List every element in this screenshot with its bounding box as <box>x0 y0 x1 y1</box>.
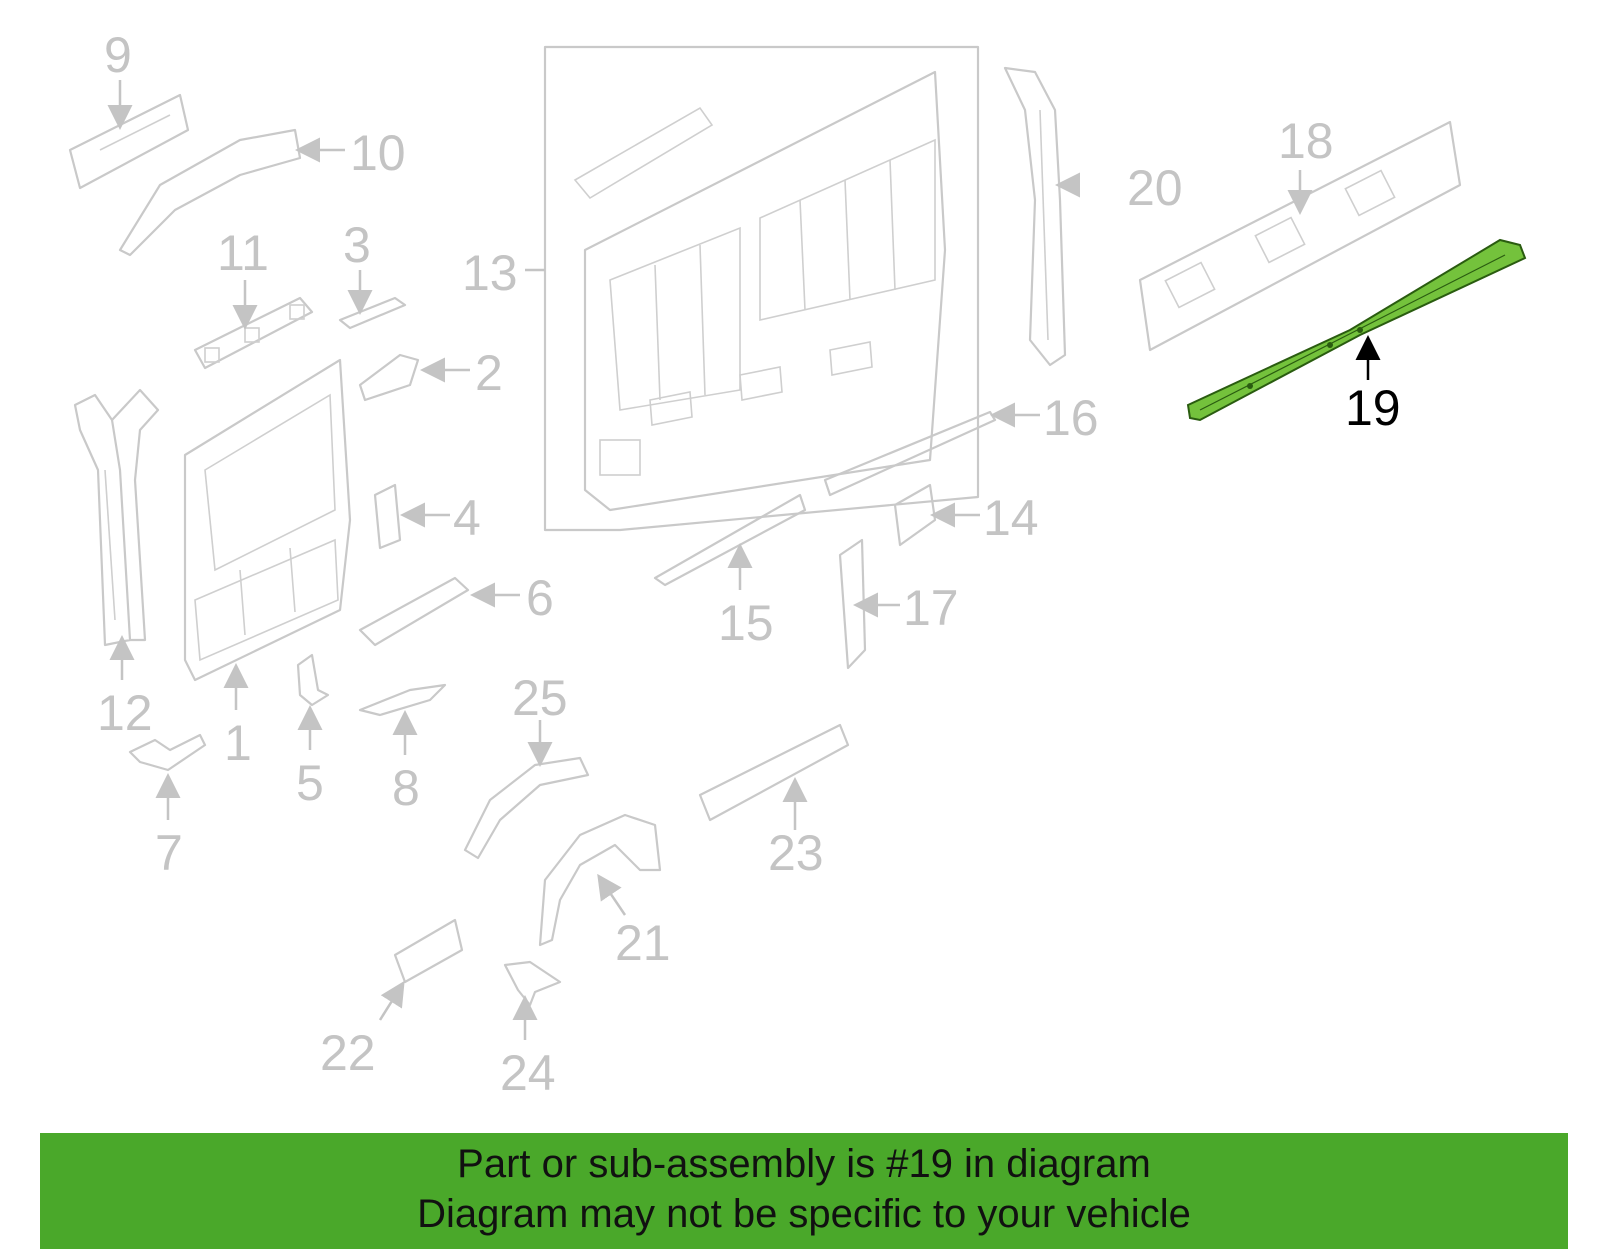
part-5 <box>296 653 330 707</box>
callout-21: 21 <box>615 915 671 971</box>
callout-19: 19 <box>1345 380 1401 436</box>
callout-18: 18 <box>1278 113 1334 169</box>
part-23 <box>698 723 850 822</box>
callout-23: 23 <box>768 825 824 881</box>
part-16 <box>823 410 997 497</box>
part-17 <box>838 538 867 670</box>
callout-8: 8 <box>392 760 420 816</box>
callout-6: 6 <box>526 570 554 626</box>
part-18-panel <box>1138 120 1462 352</box>
info-banner: Part or sub-assembly is #19 in diagram D… <box>40 1133 1568 1249</box>
part-22 <box>393 918 464 984</box>
callout-2: 2 <box>475 345 503 401</box>
part-14 <box>893 483 937 547</box>
part-2 <box>358 353 420 402</box>
callout-24: 24 <box>500 1045 556 1101</box>
part-19-sill <box>1186 238 1527 422</box>
callout-7: 7 <box>155 825 183 881</box>
callout-15: 15 <box>718 595 774 651</box>
callout-25: 25 <box>512 670 568 726</box>
callout-12: 12 <box>97 685 153 741</box>
part-3 <box>338 296 407 330</box>
part-25 <box>463 756 590 860</box>
part-7 <box>128 733 207 772</box>
callout-14: 14 <box>983 490 1039 546</box>
part-4 <box>373 483 402 550</box>
part-6 <box>358 576 470 647</box>
callout-20: 20 <box>1127 160 1183 216</box>
callout-22: 22 <box>320 1025 376 1081</box>
callout-3: 3 <box>343 217 371 273</box>
banner-line-2: Diagram may not be specific to your vehi… <box>417 1192 1191 1236</box>
callout-11: 11 <box>217 225 269 281</box>
part-24 <box>503 960 562 1007</box>
callout-10: 10 <box>350 125 406 181</box>
part-10-rail <box>118 128 302 257</box>
part-1-inner-panel <box>183 358 352 682</box>
callout-1: 1 <box>224 715 252 771</box>
banner-line-1: Part or sub-assembly is #19 in diagram <box>457 1142 1151 1186</box>
part-12-pillar <box>73 388 160 647</box>
callout-9: 9 <box>104 27 132 83</box>
part-21 <box>538 813 662 947</box>
part-11-bracket <box>193 296 314 370</box>
callout-4: 4 <box>453 490 481 546</box>
callout-16: 16 <box>1043 390 1099 446</box>
part-15 <box>653 493 807 587</box>
leader-lines <box>107 80 1381 1040</box>
callout-17: 17 <box>903 580 959 636</box>
callout-5: 5 <box>296 755 324 811</box>
part-8 <box>358 683 447 717</box>
callout-13: 13 <box>462 245 518 301</box>
part-9-bracket <box>68 93 190 190</box>
part-20-pillar <box>1003 66 1067 367</box>
